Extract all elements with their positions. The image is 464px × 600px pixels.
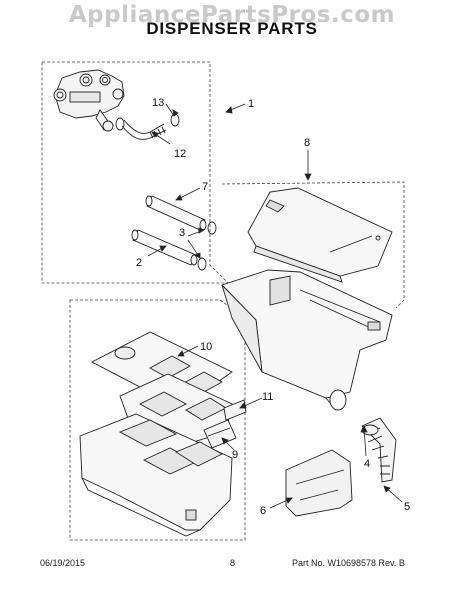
callout-3: 3: [179, 227, 185, 239]
callout-8: 8: [304, 137, 310, 149]
clamp-3: [197, 221, 217, 271]
drawer-group-outline: [69, 299, 246, 541]
callout-9: 9: [232, 449, 238, 461]
callout-12: 12: [174, 148, 186, 160]
watermark: AppliancePartsPros.com: [68, 2, 396, 28]
callout-11: 11: [262, 391, 273, 403]
callout-1: 1: [248, 98, 254, 110]
drawer-handle-6: [285, 449, 353, 517]
drawer-body: [79, 413, 233, 537]
hose-7: [145, 195, 207, 231]
footer-date: 06/19/2015: [40, 558, 86, 568]
leader-lines: [147, 103, 403, 509]
footer-page-number: 8: [230, 558, 236, 568]
callout-10: 10: [200, 341, 212, 353]
callout-7: 7: [202, 181, 208, 193]
callout-2: 2: [136, 257, 142, 269]
callout-4: 4: [364, 458, 370, 470]
valve-group-outline: [41, 61, 229, 284]
callout-13: 13: [152, 97, 164, 109]
page-title: DISPENSER PARTS: [146, 19, 318, 38]
siphon-cap-11: [223, 399, 247, 421]
bellows-hose-4: [361, 417, 397, 483]
dispenser-lid: [247, 187, 393, 283]
siphon-part-9: [203, 419, 237, 449]
callout-6: 6: [260, 505, 266, 517]
upper-housing-outline: [221, 181, 405, 309]
footer-part-number: Part No. W10698578 Rev. B: [292, 558, 405, 568]
callout-5: 5: [404, 501, 410, 513]
water-valve-assembly: [53, 69, 125, 132]
dispenser-housing: [221, 269, 393, 411]
